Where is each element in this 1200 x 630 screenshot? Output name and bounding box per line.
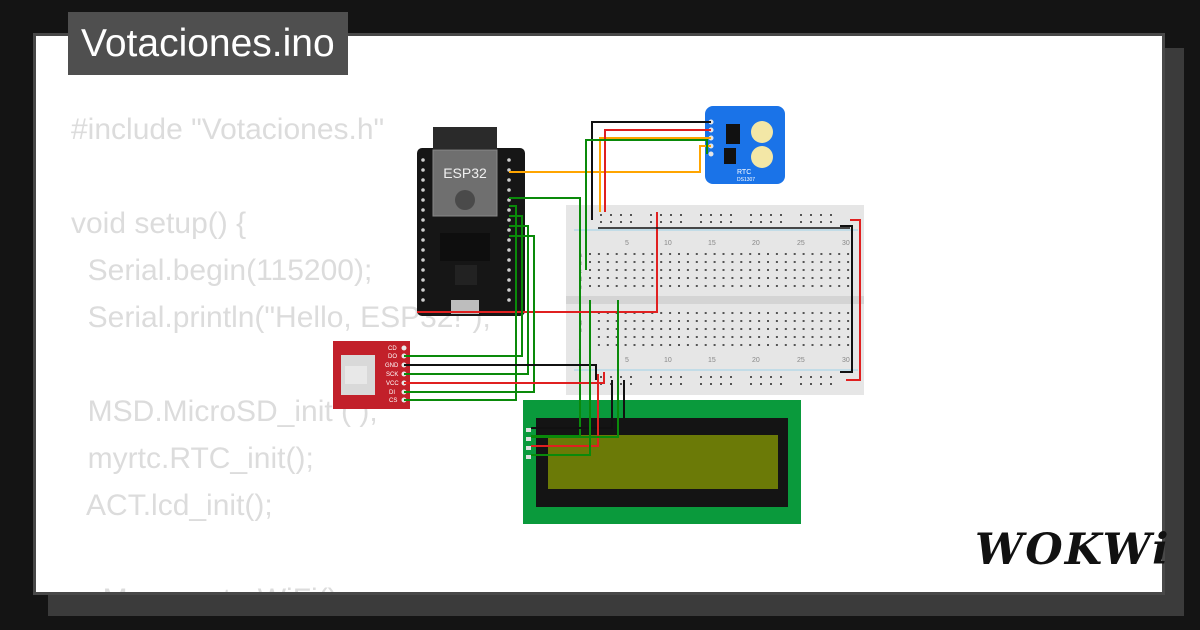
lcd-display	[523, 400, 801, 524]
esp32-label: ESP32	[443, 165, 487, 181]
svg-text:GND: GND	[385, 363, 399, 369]
svg-text:25: 25	[797, 357, 805, 364]
wokwi-logo: WOKWi	[975, 525, 1171, 575]
svg-text:SCK: SCK	[386, 372, 398, 378]
rtc-label: RTC	[737, 169, 751, 176]
breadboard: 5 10 15 20 25 30 5 10 15 20 25 30 a b c …	[566, 205, 864, 395]
svg-text:10: 10	[664, 240, 672, 247]
espressif-logo-icon	[455, 190, 475, 210]
svg-text:30: 30	[842, 357, 850, 364]
rtc-module: RTC DS1307	[705, 106, 785, 184]
svg-text:10: 10	[664, 357, 672, 364]
svg-text:CS: CS	[389, 398, 397, 404]
svg-text:CD: CD	[388, 346, 397, 352]
svg-text:15: 15	[708, 357, 716, 364]
code-preview: #include "Votaciones.h" void setup() { S…	[71, 113, 491, 592]
svg-text:5: 5	[625, 240, 629, 247]
svg-text:VCC: VCC	[386, 381, 399, 387]
svg-text:DI: DI	[389, 390, 395, 396]
sd-pin-labels: CD DO GND SCK VCC DI CS	[385, 346, 399, 404]
svg-text:15: 15	[708, 240, 716, 247]
project-title: Votaciones.ino	[68, 12, 348, 75]
svg-text:DO: DO	[388, 354, 397, 360]
rtc-chip-label: DS1307	[737, 177, 755, 183]
svg-text:5: 5	[625, 357, 629, 364]
svg-text:30: 30	[842, 240, 850, 247]
svg-text:25: 25	[797, 240, 805, 247]
svg-text:20: 20	[752, 357, 760, 364]
usb-port-icon	[451, 300, 479, 314]
breadboard-column-labels: 5 10 15 20 25 30 5 10 15 20 25 30	[625, 240, 850, 364]
svg-text:20: 20	[752, 240, 760, 247]
wires	[404, 121, 861, 456]
esp32-board: ESP32	[417, 127, 525, 316]
microsd-module: CD DO GND SCK VCC DI CS	[333, 341, 410, 409]
